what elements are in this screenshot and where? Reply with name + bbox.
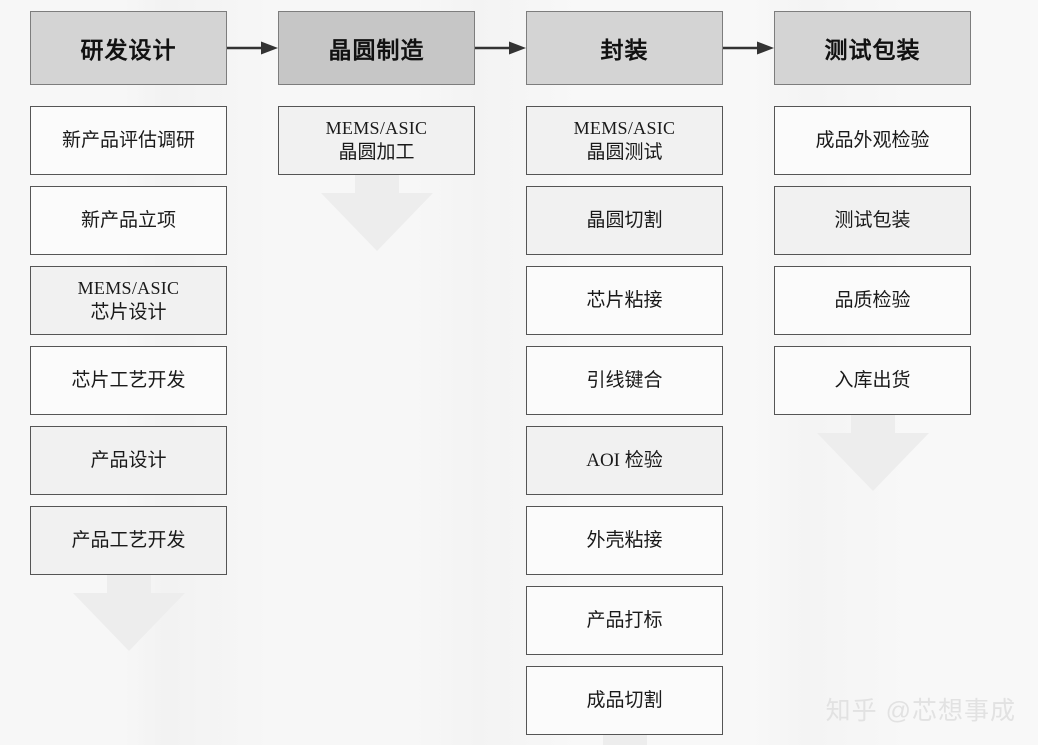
process-step-box[interactable]: 新产品立项 (30, 186, 227, 255)
process-step-label: 晶圆加工 (338, 141, 415, 163)
process-step-box[interactable]: 晶圆切割 (526, 186, 723, 255)
process-step-label: 品质检验 (834, 289, 911, 311)
arrow-right-icon (227, 40, 279, 56)
process-step-list-1: MEMS/ASIC 晶圆加工 (278, 106, 475, 186)
arrow-right-icon (475, 40, 527, 56)
process-step-box[interactable]: 外壳粘接 (526, 506, 723, 575)
process-step-box[interactable]: 产品设计 (30, 426, 227, 495)
process-step-box[interactable]: 产品打标 (526, 586, 723, 655)
process-step-label: MEMS/ASIC (77, 277, 180, 298)
process-step-box[interactable]: 成品外观检验 (774, 106, 971, 175)
stage-header-label: 研发设计 (80, 38, 177, 63)
process-step-box[interactable]: 品质检验 (774, 266, 971, 335)
process-step-label: MEMS/ASIC (573, 117, 676, 138)
stage-header-label: 晶圆制造 (328, 38, 425, 63)
process-step-label: 新产品评估调研 (61, 129, 195, 151)
stage-header-label: 测试包装 (824, 38, 921, 63)
process-step-box[interactable]: 测试包装 (774, 186, 971, 255)
process-step-label: AOI 检验 (586, 449, 663, 471)
stage-header-2[interactable]: 封装 (526, 11, 723, 85)
process-step-label: 新产品立项 (80, 209, 176, 231)
process-step-list-2: MEMS/ASIC 晶圆测试晶圆切割芯片粘接引线键合 AOI 检验外壳粘接产品打标成… (526, 106, 723, 745)
process-step-box[interactable]: 芯片粘接 (526, 266, 723, 335)
process-step-label: 晶圆切割 (586, 209, 663, 231)
zhihu-watermark: 知乎 @芯想事成 (825, 697, 1016, 725)
stage-header-0[interactable]: 研发设计 (30, 11, 227, 85)
process-step-list-0: 新产品评估调研新产品立项 MEMS/ASIC 芯片设计芯片工艺开发产品设计产品工艺开… (30, 106, 227, 586)
process-step-label: 晶圆测试 (586, 141, 663, 163)
process-step-label: 引线键合 (586, 369, 663, 391)
process-step-label: 产品设计 (90, 449, 167, 471)
stage-header-label: 封装 (600, 38, 649, 63)
stage-header-3[interactable]: 测试包装 (774, 11, 971, 85)
process-step-label: 测试包装 (834, 209, 911, 231)
process-step-box[interactable]: AOI 检验 (526, 426, 723, 495)
process-step-box[interactable]: 成品切割 (526, 666, 723, 735)
process-step-box[interactable]: 入库出货 (774, 346, 971, 415)
process-step-box[interactable]: MEMS/ASIC 芯片设计 (30, 266, 227, 335)
stage-header-1[interactable]: 晶圆制造 (278, 11, 475, 85)
process-step-list-3: 成品外观检验测试包装品质检验入库出货 (774, 106, 971, 426)
process-step-label: 产品工艺开发 (71, 529, 186, 551)
process-step-box[interactable]: MEMS/ASIC 晶圆加工 (278, 106, 475, 175)
process-step-box[interactable]: MEMS/ASIC 晶圆测试 (526, 106, 723, 175)
process-step-label: 入库出货 (834, 369, 911, 391)
process-step-box[interactable]: 新产品评估调研 (30, 106, 227, 175)
process-step-label: MEMS/ASIC (325, 117, 428, 138)
process-step-label: 芯片工艺开发 (71, 369, 186, 391)
process-step-label: 外壳粘接 (586, 529, 663, 551)
process-step-label: 产品打标 (586, 609, 663, 631)
process-step-label: 成品外观检验 (815, 129, 930, 151)
process-step-label: 芯片粘接 (586, 289, 663, 311)
process-step-box[interactable]: 产品工艺开发 (30, 506, 227, 575)
process-step-box[interactable]: 引线键合 (526, 346, 723, 415)
process-step-label: 成品切割 (586, 689, 663, 711)
arrow-right-icon (723, 40, 775, 56)
process-step-box[interactable]: 芯片工艺开发 (30, 346, 227, 415)
process-step-label: 芯片设计 (90, 301, 167, 323)
